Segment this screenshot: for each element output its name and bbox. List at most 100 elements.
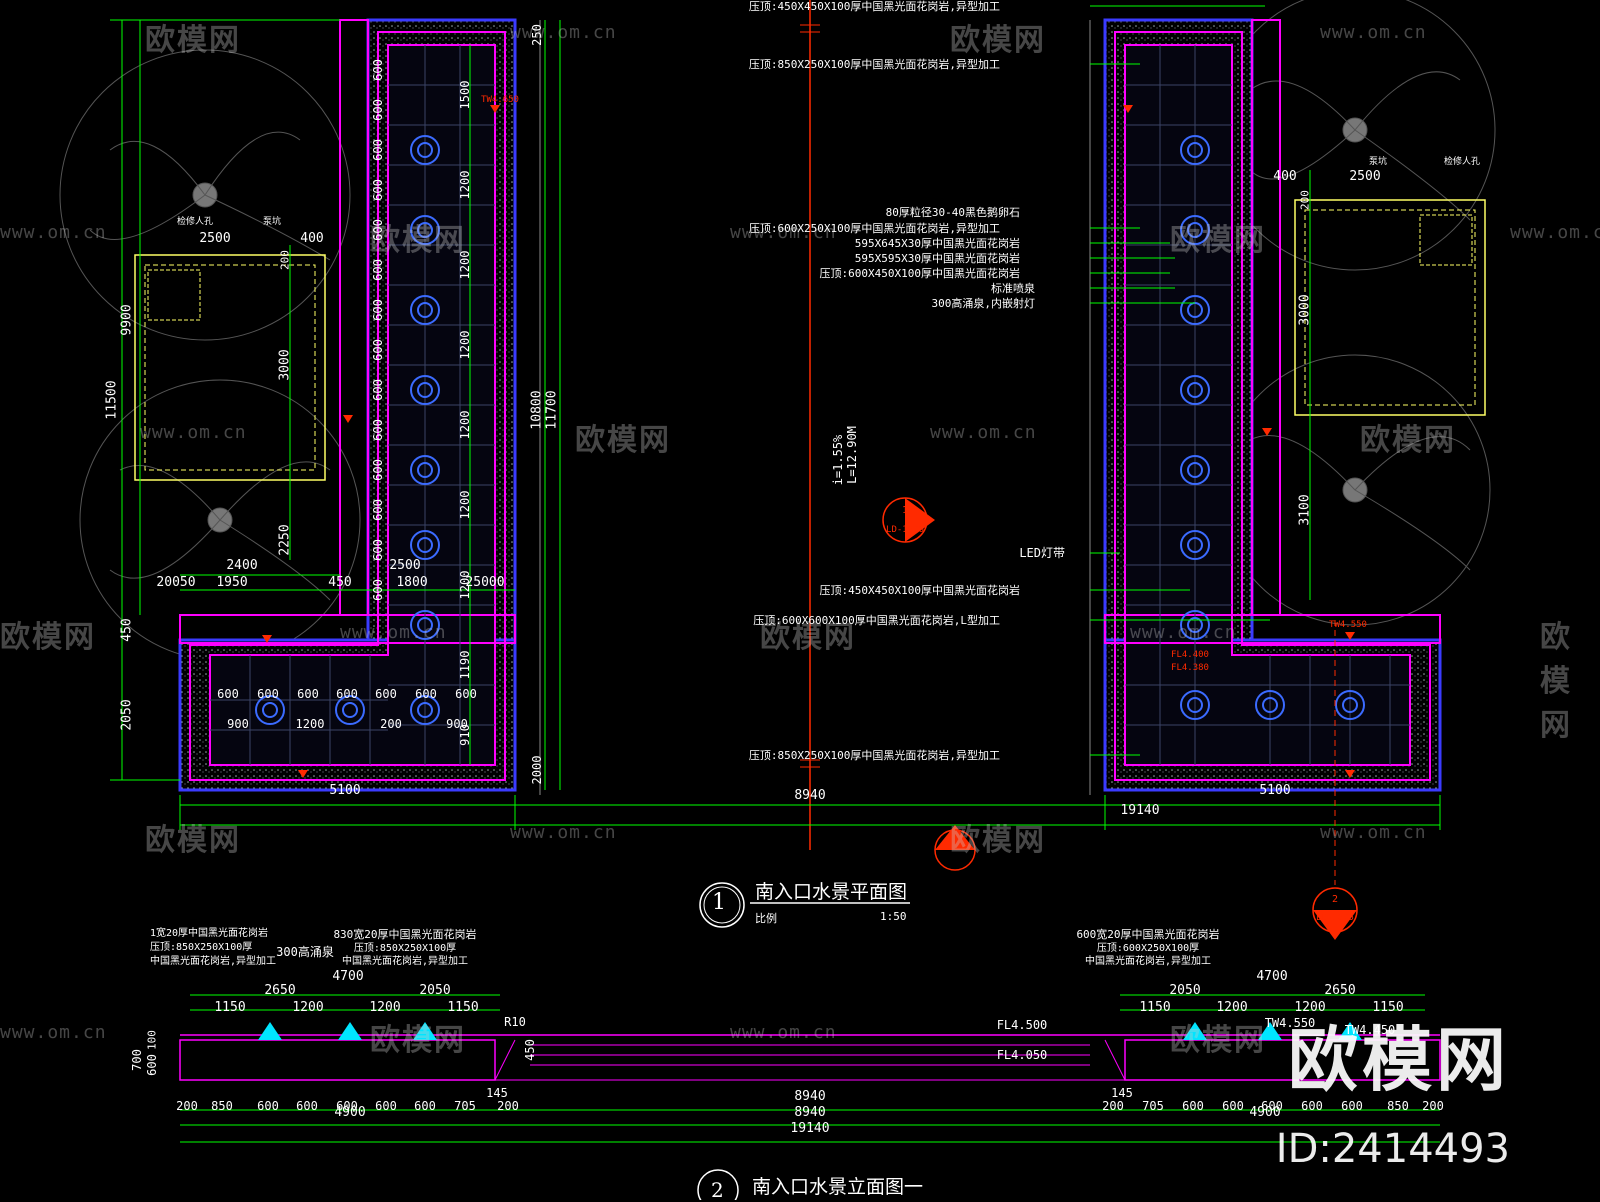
jet-symbols <box>258 1022 1362 1040</box>
elevation-dimension-label: 600 <box>257 1099 279 1113</box>
watermark-logo: 欧模网 <box>1170 223 1266 258</box>
drawing-label: 145 <box>1111 1086 1133 1100</box>
drawing-label: 压顶:850X250X100厚中国黑光面花岗岩,异型加工 <box>748 748 1000 762</box>
drawing-label: 2250 <box>277 524 293 556</box>
cell-dimension-label: 600 <box>371 419 385 441</box>
drawing-label: 5100 <box>329 782 361 798</box>
drawing-label: 泵坑 <box>1368 156 1388 167</box>
elevation-dimension-label: 600 <box>1222 1099 1244 1113</box>
note-leaders <box>1090 5 1270 756</box>
watermark-logo: 欧模网 <box>575 423 671 458</box>
cell-dimension-label: 600 <box>336 687 358 701</box>
drawing-label: 595X645X30厚中国黑光面花岗岩 <box>854 236 1020 250</box>
drawing-label: 3000 <box>1297 294 1313 326</box>
drawing-label: 3100 <box>1297 494 1313 526</box>
watermark-url: www.om.cn <box>0 1022 107 1043</box>
center-road <box>539 0 1091 850</box>
watermark-logo: 欧模网 <box>1360 423 1456 458</box>
drawing-label: 泵坑 <box>262 216 282 227</box>
drawing-label: 5100 <box>1259 782 1291 798</box>
drawing-label: 1宽20厚中国黑光面花岗岩 <box>150 928 269 939</box>
drawing-label: 2650 <box>1324 982 1356 998</box>
drawing-label: 2050 <box>119 699 135 731</box>
drawing-label: 1200 <box>292 999 324 1015</box>
drawing-label: LD-1076 <box>886 524 924 535</box>
drawing-label: 1 <box>901 505 909 516</box>
drawing-label: 2500 <box>389 557 421 573</box>
left-pool <box>134 18 517 792</box>
drawing-label: 450 <box>119 618 135 642</box>
drawing-label: 1150 <box>1372 999 1404 1015</box>
cell-dimension-label: 600 <box>371 379 385 401</box>
cell-dimension-label: 600 <box>371 99 385 121</box>
drawing-label: 4900 <box>1249 1104 1281 1120</box>
tree-symbol <box>59 49 351 341</box>
cell-dimension-label: 900 <box>227 717 249 731</box>
drawing-label: TW4.450 <box>1344 1023 1396 1037</box>
drawing-label: 19140 <box>1120 802 1160 818</box>
cell-dimension-label: 600 <box>371 339 385 361</box>
drawing-label: TW4.550 <box>1329 619 1367 630</box>
watermark-url: www.om.cn <box>0 222 107 243</box>
drawing-label: 300高涌泉 <box>276 945 334 959</box>
watermark-id: ID:2414493 <box>1275 1126 1510 1172</box>
elevation-drawing <box>179 994 1441 1143</box>
drawing-label: 压顶:450X450X100厚中国黑光面花岗岩,异型加工 <box>748 0 1000 13</box>
watermark-logo: 欧模网 <box>0 620 96 655</box>
watermark-url: www.om.cn <box>1320 22 1427 43</box>
elevation-dimension-label: 200 <box>176 1099 198 1113</box>
drawing-label: 4900 <box>334 1104 366 1120</box>
watermark-logo: 欧模网 <box>145 23 241 58</box>
elevation-dimension-label: 705 <box>454 1099 476 1113</box>
drawing-label: 100 <box>145 1030 159 1050</box>
dimension-lines <box>110 19 1441 830</box>
drawing-label: FL4.500 <box>996 1018 1048 1032</box>
drawing-label: 1200 <box>1216 999 1248 1015</box>
drawing-label: 1800 <box>396 574 428 590</box>
drawing-label: 2500 <box>1349 168 1381 184</box>
drawing-label: 2 <box>1331 894 1339 905</box>
watermark-url: www.om.cn <box>1320 822 1427 843</box>
cell-dimension-label: 600 <box>375 687 397 701</box>
drawing-label: 200 <box>278 250 292 270</box>
drawing-label: 压顶:600X450X100厚中国黑光面花岗岩 <box>819 266 1020 280</box>
watermark-logo: 欧模网 <box>950 823 1046 858</box>
cell-dimension-label: 600 <box>371 539 385 561</box>
plan-title-symbol <box>699 882 910 928</box>
drawing-label: 检修人孔 <box>1443 156 1481 167</box>
right-pool <box>1103 18 1486 792</box>
drawing-label: LD-1075 <box>1316 912 1354 923</box>
drawing-label: 8940 <box>794 787 826 803</box>
elevation-dimension-label: 200 <box>1102 1099 1124 1113</box>
drawing-label: 11700 <box>544 390 560 430</box>
drawing-label: 600宽20厚中国黑光面花岗岩 <box>1076 927 1220 941</box>
watermark-logo: 欧模网 <box>1540 620 1572 743</box>
watermark-logo: 欧模网 <box>145 823 241 858</box>
drawing-label: TW4.550 <box>1264 1016 1316 1030</box>
watermark-url: www.om.cn <box>1130 622 1237 643</box>
drawing-label: 19140 <box>790 1120 830 1136</box>
cell-dimension-label: 200 <box>380 717 402 731</box>
drawing-label: 20050 <box>156 574 196 590</box>
drawing-label: FL4.400 <box>1171 649 1209 660</box>
drawing-label: 中国黑光面花岗岩,异型加工 <box>1084 956 1212 967</box>
cell-dimension-label: 600 <box>455 687 477 701</box>
watermark-url: www.om.cn <box>730 222 837 243</box>
drawing-label: 2650 <box>264 982 296 998</box>
section-marker-1 <box>882 497 935 543</box>
drawing-label: 中国黑光面花岗岩,异型加工 <box>150 956 277 967</box>
drawing-label: 450 <box>523 1039 537 1061</box>
cell-dimension-label: 600 <box>415 687 437 701</box>
drawing-label: 1200 <box>458 490 472 520</box>
plan-scale-label: 比例 <box>755 912 777 925</box>
drawing-label: 1150 <box>1139 999 1171 1015</box>
cell-dimension-label: 600 <box>257 687 279 701</box>
drawing-label: 595X595X30厚中国黑光面花岗岩 <box>854 251 1020 265</box>
drawing-label: 检修人孔 <box>176 216 214 227</box>
fountain-jets-left <box>255 135 440 725</box>
drawing-label: L=12.90M <box>845 426 859 484</box>
cell-dimension-label: 600 <box>371 259 385 281</box>
drawing-label: 400 <box>1273 168 1297 184</box>
drawing-label: 10800 <box>529 390 545 430</box>
drawing-label: FL4.050 <box>996 1048 1048 1062</box>
